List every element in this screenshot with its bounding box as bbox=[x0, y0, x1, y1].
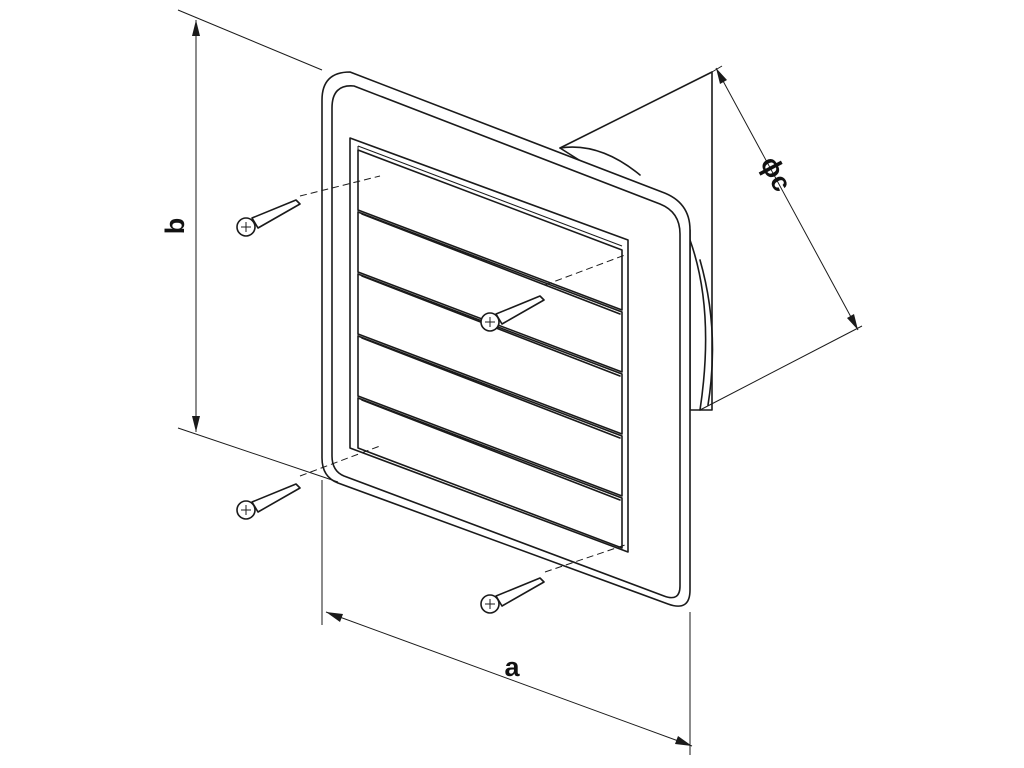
dimension-diameter-c: ϕc bbox=[699, 65, 863, 411]
louvre-slats bbox=[357, 149, 623, 549]
dimension-b-label: b bbox=[160, 218, 190, 235]
dimension-diameter-c-label: ϕc bbox=[754, 151, 797, 196]
screw-bottom-left bbox=[236, 483, 301, 520]
dimension-a: a bbox=[321, 480, 693, 755]
dimension-b: b bbox=[160, 9, 339, 483]
screw-axis-lines bbox=[299, 175, 626, 573]
screw-centre bbox=[480, 295, 545, 332]
screw-top-left bbox=[236, 199, 301, 237]
screw-bottom-right bbox=[480, 577, 545, 614]
dimension-a-label: a bbox=[504, 652, 520, 682]
